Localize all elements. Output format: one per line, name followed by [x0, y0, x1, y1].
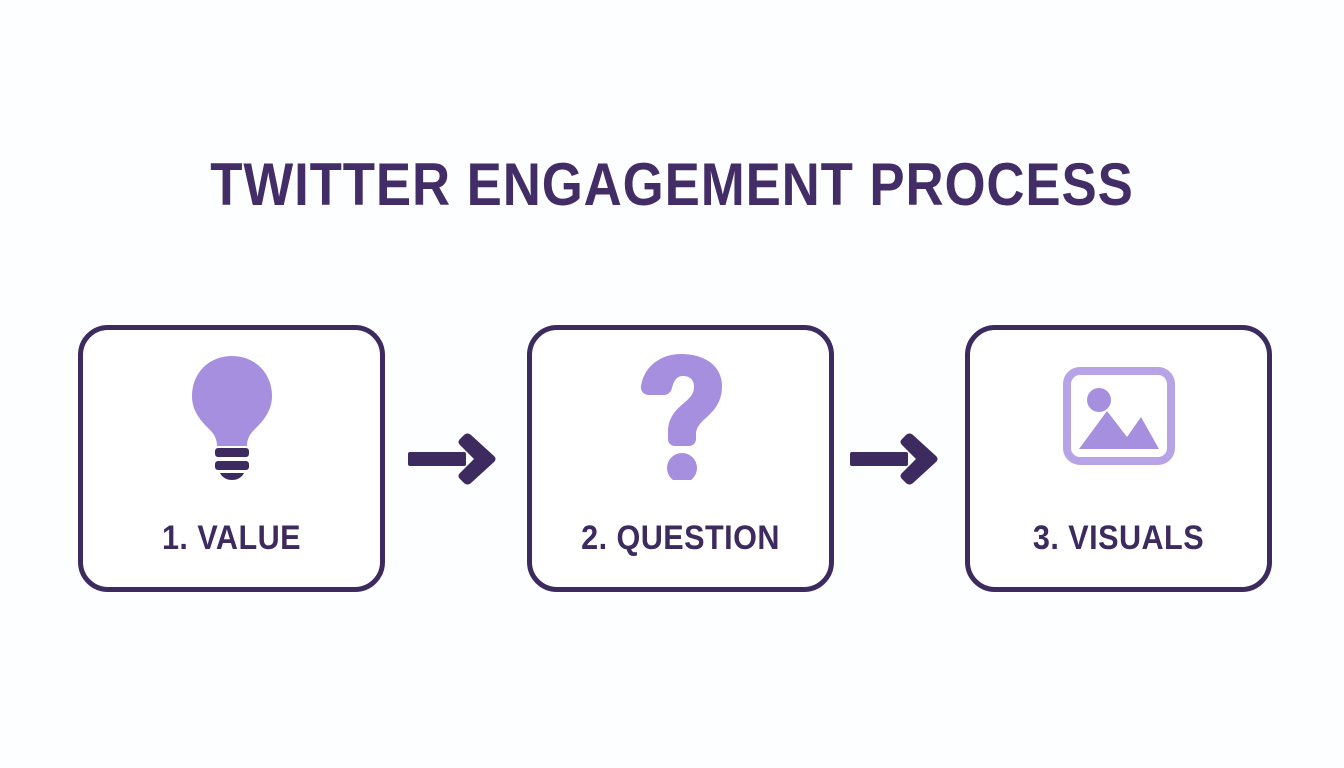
question-mark-icon — [638, 352, 724, 485]
process-step-card-2[interactable]: 2. QUESTION — [527, 325, 834, 592]
arrow-right-icon — [408, 433, 498, 489]
image-photo-icon — [1062, 366, 1175, 470]
process-flow: 1. VALUE 2. QUESTION — [78, 325, 1272, 592]
step-2-icon-wrap — [532, 348, 829, 488]
lightbulb-icon — [184, 352, 280, 485]
flow-connector-2 — [850, 433, 940, 485]
step-1-label: 1. VALUE — [161, 519, 302, 557]
step-2-label: 2. QUESTION — [581, 519, 780, 557]
step-1-icon-wrap — [83, 348, 380, 488]
arrow-right-icon — [850, 433, 940, 489]
step-3-label: 3. VISUALS — [1032, 519, 1205, 557]
step-3-icon-wrap — [970, 348, 1267, 488]
process-step-card-1[interactable]: 1. VALUE — [78, 325, 385, 592]
flow-connector-1 — [408, 433, 498, 485]
process-step-card-3[interactable]: 3. VISUALS — [965, 325, 1272, 592]
page-title: TWITTER ENGAGEMENT PROCESS — [210, 151, 1134, 218]
